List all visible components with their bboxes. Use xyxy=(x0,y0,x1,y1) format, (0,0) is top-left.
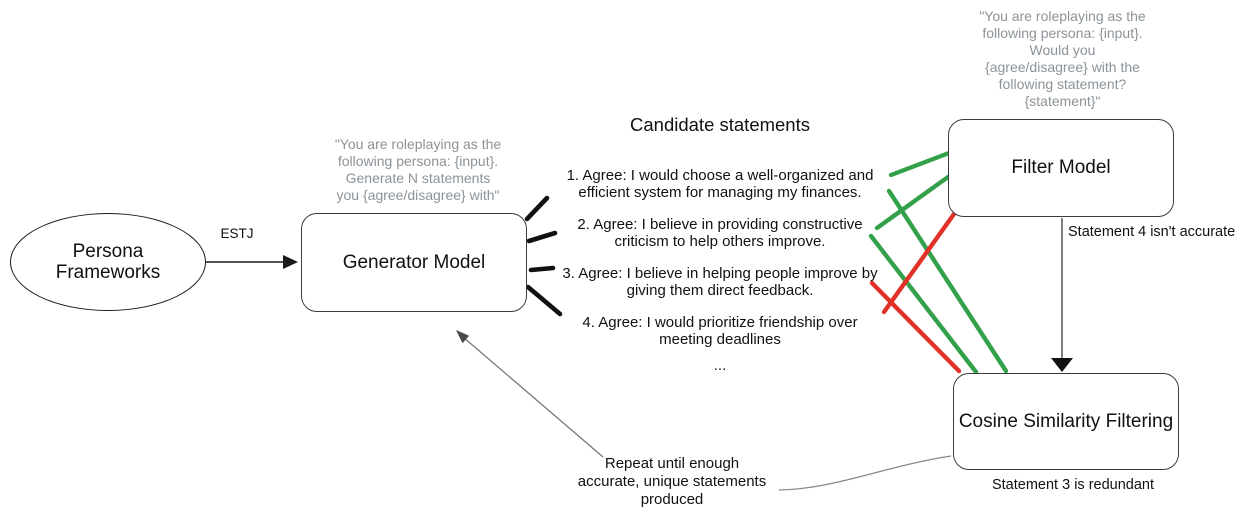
generation-fan-line-1 xyxy=(524,195,550,222)
cosine-similarity-label: Cosine Similarity Filtering xyxy=(958,410,1174,432)
statements-ellipsis: ... xyxy=(713,357,727,374)
candidate-statement-3: 3. Agree: I believe in helping people im… xyxy=(562,265,878,299)
estj-label: ESTJ xyxy=(220,226,254,241)
filter-reject-statement4-line xyxy=(881,211,957,315)
statement1-to-filter-accept-line xyxy=(888,150,952,178)
persona-frameworks-node: Persona Frameworks xyxy=(10,213,206,311)
generator-model-box: Generator Model xyxy=(301,213,527,312)
cosine-note-statement3: Statement 3 is redundant xyxy=(991,477,1155,493)
statement2-to-filter-accept-line xyxy=(874,174,951,231)
cosine-to-repeat-connector xyxy=(778,455,952,491)
statement1-to-cosine-accept-line xyxy=(886,188,1009,374)
repeat-arrowhead xyxy=(456,330,470,344)
statement2-to-cosine-accept-line xyxy=(868,233,979,375)
generation-fan-line-3 xyxy=(528,265,556,273)
candidate-statements-title: Candidate statements xyxy=(630,114,810,135)
candidate-statements-list: 1. Agree: I would choose a well-organize… xyxy=(548,167,892,391)
cosine-similarity-box: Cosine Similarity Filtering xyxy=(953,373,1179,470)
persona-frameworks-label: Persona Frameworks xyxy=(55,241,161,283)
filter-note-statement4: Statement 4 isn't accurate xyxy=(1068,224,1236,240)
generation-fan-line-4 xyxy=(525,284,563,317)
filter-to-cosine-arrowhead xyxy=(1051,358,1073,372)
candidate-statement-2: 2. Agree: I believe in providing constru… xyxy=(577,216,863,250)
candidate-statement-4: 4. Agree: I would prioritize friendship … xyxy=(582,314,858,348)
repeat-note-text: Repeat until enough accurate, unique sta… xyxy=(577,455,767,508)
statement3-reject-to-cosine-line xyxy=(869,280,962,374)
generator-model-label: Generator Model xyxy=(342,251,486,273)
filter-prompt-text: "You are roleplaying as the following pe… xyxy=(979,8,1146,109)
candidate-statement-1: 1. Agree: I would choose a well-organize… xyxy=(566,167,874,201)
generator-prompt-text: "You are roleplaying as the following pe… xyxy=(334,136,502,203)
filter-model-box: Filter Model xyxy=(948,119,1174,217)
estj-arrowhead xyxy=(283,255,298,269)
generation-fan-line-2 xyxy=(526,230,558,244)
filter-model-label: Filter Model xyxy=(1011,157,1111,178)
repeat-arrow-line xyxy=(462,336,604,458)
